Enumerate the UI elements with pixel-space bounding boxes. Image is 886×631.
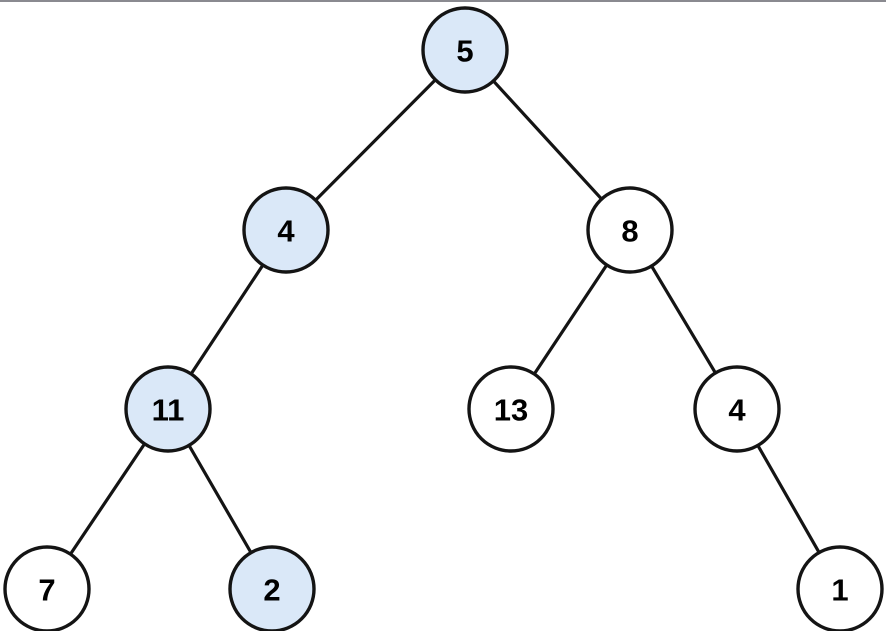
node-value-label: 2: [263, 573, 280, 608]
node-circle-highlighted: [421, 6, 509, 94]
tree-node[interactable]: 5: [421, 6, 509, 94]
tree-edge: [186, 442, 254, 556]
node-value-label: 5: [456, 34, 473, 69]
node-value-label: 8: [621, 214, 638, 249]
tree-node[interactable]: 11: [124, 365, 212, 453]
tree-edge: [313, 77, 438, 203]
node-circle: [586, 186, 674, 274]
tree-node[interactable]: 7: [3, 545, 91, 631]
node-layer: 5 4 8 11 13 4 7 2 1: [3, 6, 884, 631]
tree-node[interactable]: 2: [228, 545, 316, 631]
edge-layer: [68, 77, 822, 557]
node-value-label: 7: [38, 573, 55, 608]
node-circle: [796, 545, 884, 631]
tree-node[interactable]: 4: [693, 365, 781, 453]
node-circle-highlighted: [242, 186, 330, 274]
node-value-label: 4: [728, 393, 746, 428]
tree-edge: [755, 442, 822, 556]
node-circle: [467, 365, 555, 453]
node-value-label: 13: [494, 393, 528, 428]
node-circle: [693, 365, 781, 453]
tree-node[interactable]: 8: [586, 186, 674, 274]
node-value-label: 11: [152, 393, 185, 428]
node-circle: [3, 545, 91, 631]
tree-edge: [532, 262, 609, 377]
tree-node[interactable]: 13: [467, 365, 555, 453]
tree-edge: [188, 262, 266, 377]
node-value-label: 1: [831, 573, 848, 608]
node-circle-highlighted: [124, 365, 212, 453]
tree-edge: [649, 263, 718, 376]
tree-edge: [491, 78, 604, 202]
tree-edge: [68, 441, 147, 557]
tree-node[interactable]: 1: [796, 545, 884, 631]
node-circle-highlighted: [228, 545, 316, 631]
node-value-label: 4: [277, 214, 295, 249]
tree-node[interactable]: 4: [242, 186, 330, 274]
